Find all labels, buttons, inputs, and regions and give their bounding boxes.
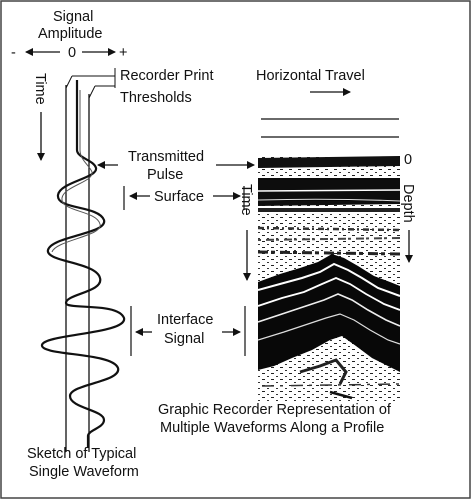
recorder-profile-image (258, 155, 400, 403)
caption-left-line-1: Sketch of Typical (27, 446, 136, 462)
pulse-label: Pulse (147, 167, 183, 183)
time-radargram-label: Time (238, 184, 254, 216)
minus-label: - (11, 45, 16, 61)
plus-label: + (119, 45, 127, 61)
thresholds-label: Thresholds (120, 90, 192, 106)
transmitted-label: Transmitted (128, 149, 204, 165)
surface-label: Surface (154, 189, 204, 205)
single-waveform (40, 80, 126, 448)
waveform-shadow-trace (51, 90, 101, 253)
recorder-print-label: Recorder Print (120, 68, 213, 84)
amplitude-label: Amplitude (38, 26, 102, 42)
caption-right-line-1: Graphic Recorder Representation of (158, 402, 392, 418)
signal-amplitude-header: Signal Amplitude - 0 + (11, 9, 127, 61)
caption-right-line-2: Multiple Waveforms Along a Profile (160, 420, 384, 436)
interface-signal-label: Signal (164, 331, 204, 347)
threshold-lines (65, 85, 90, 452)
depth-label: Depth (400, 184, 416, 223)
time-axis-label: Time (32, 73, 48, 105)
depth-zero-label: 0 (404, 152, 412, 168)
caption-left-line-2: Single Waveform (29, 464, 139, 480)
zero-amplitude-label: 0 (68, 45, 76, 61)
interface-label: Interface (157, 312, 213, 328)
signal-label: Signal (53, 9, 93, 25)
horizontal-travel-label: Horizontal Travel (256, 68, 365, 84)
threshold-leaders (65, 68, 116, 99)
